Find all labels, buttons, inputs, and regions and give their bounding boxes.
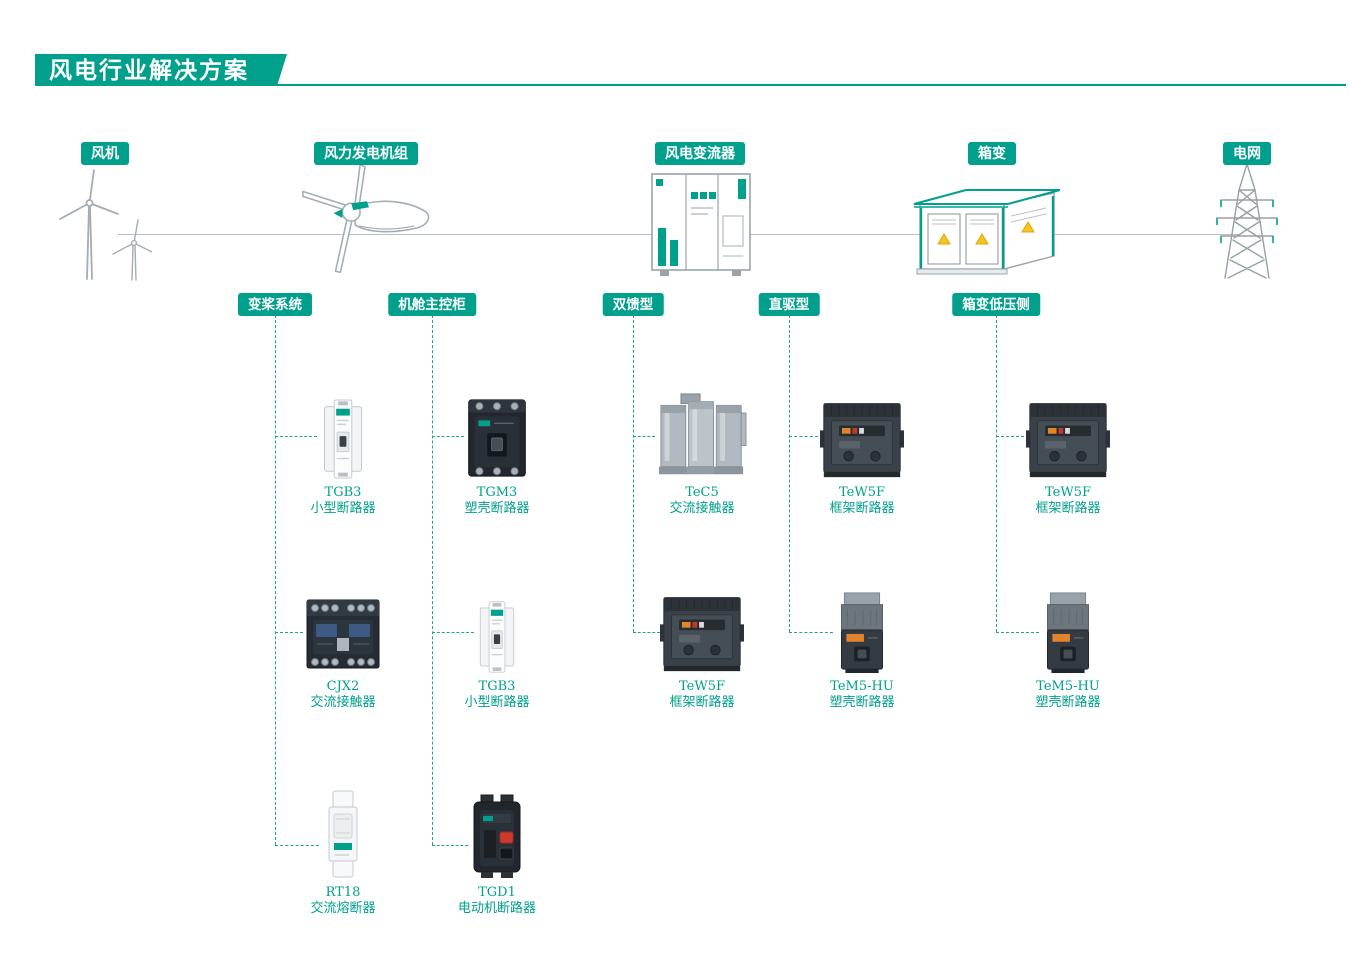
product-model: TeM5-HU: [1036, 679, 1100, 694]
branch-badge-doubly-fed: 双馈型: [602, 293, 664, 316]
product-type: 塑壳断路器: [829, 695, 895, 711]
product-type: 框架断路器: [1035, 501, 1101, 517]
node-label: 风机: [91, 145, 119, 161]
product-type: 塑壳断路器: [464, 501, 530, 517]
product-type: 交流接触器: [310, 695, 376, 711]
branch-badge-nacelle-cabinet: 机舱主控柜: [388, 293, 476, 316]
box-substation-icon: [913, 189, 1061, 275]
product-type: 框架断路器: [669, 695, 735, 711]
contactor-product-image: [303, 592, 383, 674]
dashed-connector: [789, 436, 818, 437]
product-type: 电动机断路器: [457, 901, 536, 917]
product-type: 交流熔断器: [310, 901, 376, 917]
dashed-connector: [432, 845, 468, 846]
branch-badge-pitch-system: 变桨系统: [238, 293, 312, 316]
dashed-connector: [275, 436, 317, 437]
node-badge-wind-turbine: 风机: [81, 142, 129, 165]
dashed-connector: [275, 315, 276, 845]
air-circuit-breaker-product-image: [660, 590, 744, 674]
node-badge-generator-set: 风力发电机组: [314, 142, 418, 165]
dashed-connector: [996, 315, 997, 632]
node-label: 风电变流器: [665, 145, 735, 161]
branch-label: 双馈型: [612, 297, 654, 312]
mcb-product-image: [317, 398, 369, 480]
product-type: 交流接触器: [669, 501, 735, 517]
contactor-product-image: [655, 392, 749, 480]
node-label: 箱变: [978, 145, 1006, 161]
turbine-nacelle-icon: [302, 164, 430, 274]
product-model: TGM3: [476, 485, 518, 500]
dashed-connector: [432, 436, 464, 437]
fuse-product-image: [319, 788, 367, 880]
dashed-connector: [633, 436, 655, 437]
dashed-connector: [996, 632, 1039, 633]
dashed-connector: [996, 436, 1024, 437]
dashed-connector: [432, 632, 474, 633]
branch-badge-lv-side: 箱变低压侧: [952, 293, 1040, 316]
dashed-connector: [789, 632, 833, 633]
wind-turbines-icon: [59, 169, 152, 281]
dashed-connector: [432, 315, 433, 845]
converter-cabinet-icon: [651, 173, 751, 276]
product-type: 框架断路器: [829, 501, 895, 517]
product-model: TeW5F: [1044, 485, 1091, 500]
transmission-tower-icon: [1216, 163, 1278, 279]
air-circuit-breaker-product-image: [818, 396, 906, 480]
branch-label: 变桨系统: [248, 297, 302, 312]
product-model: TeC5: [685, 485, 719, 500]
branch-label: 机舱主控柜: [398, 297, 466, 312]
product-model: RT18: [325, 885, 361, 900]
node-label: 电网: [1233, 145, 1261, 161]
product-model: TGD1: [478, 885, 516, 900]
product-model: TeW5F: [678, 679, 725, 694]
mccb-product-image: [464, 394, 530, 480]
dashed-connector: [275, 632, 303, 633]
dashed-connector: [789, 315, 790, 632]
air-circuit-breaker-product-image: [1024, 396, 1112, 480]
node-badge-converter: 风电变流器: [655, 142, 745, 165]
product-type: 塑壳断路器: [1035, 695, 1101, 711]
page-title-text: 风电行业解决方案: [49, 57, 249, 83]
mcb-product-image: [474, 600, 520, 674]
product-model: TeM5-HU: [830, 679, 894, 694]
motor-breaker-product-image: [468, 792, 526, 880]
branch-label: 箱变低压侧: [962, 297, 1030, 312]
page-title: 风电行业解决方案: [35, 54, 287, 86]
title-underline: [35, 84, 1346, 86]
product-type: 小型断路器: [310, 501, 376, 517]
product-model: TGB3: [478, 679, 516, 694]
node-badge-grid: 电网: [1223, 142, 1271, 165]
dashed-connector: [275, 845, 319, 846]
product-model: TGB3: [324, 485, 362, 500]
node-badge-box-substation: 箱变: [968, 142, 1016, 165]
mccb-product-image: [1039, 590, 1097, 674]
branch-label: 直驱型: [768, 297, 810, 312]
product-model: CJX2: [326, 679, 360, 694]
product-type: 小型断路器: [464, 695, 530, 711]
branch-badge-direct-drive: 直驱型: [758, 293, 820, 316]
mccb-product-image: [833, 590, 891, 674]
dashed-connector: [633, 315, 634, 632]
dashed-connector: [633, 632, 660, 633]
product-model: TeW5F: [838, 485, 885, 500]
node-label: 风力发电机组: [324, 145, 408, 161]
